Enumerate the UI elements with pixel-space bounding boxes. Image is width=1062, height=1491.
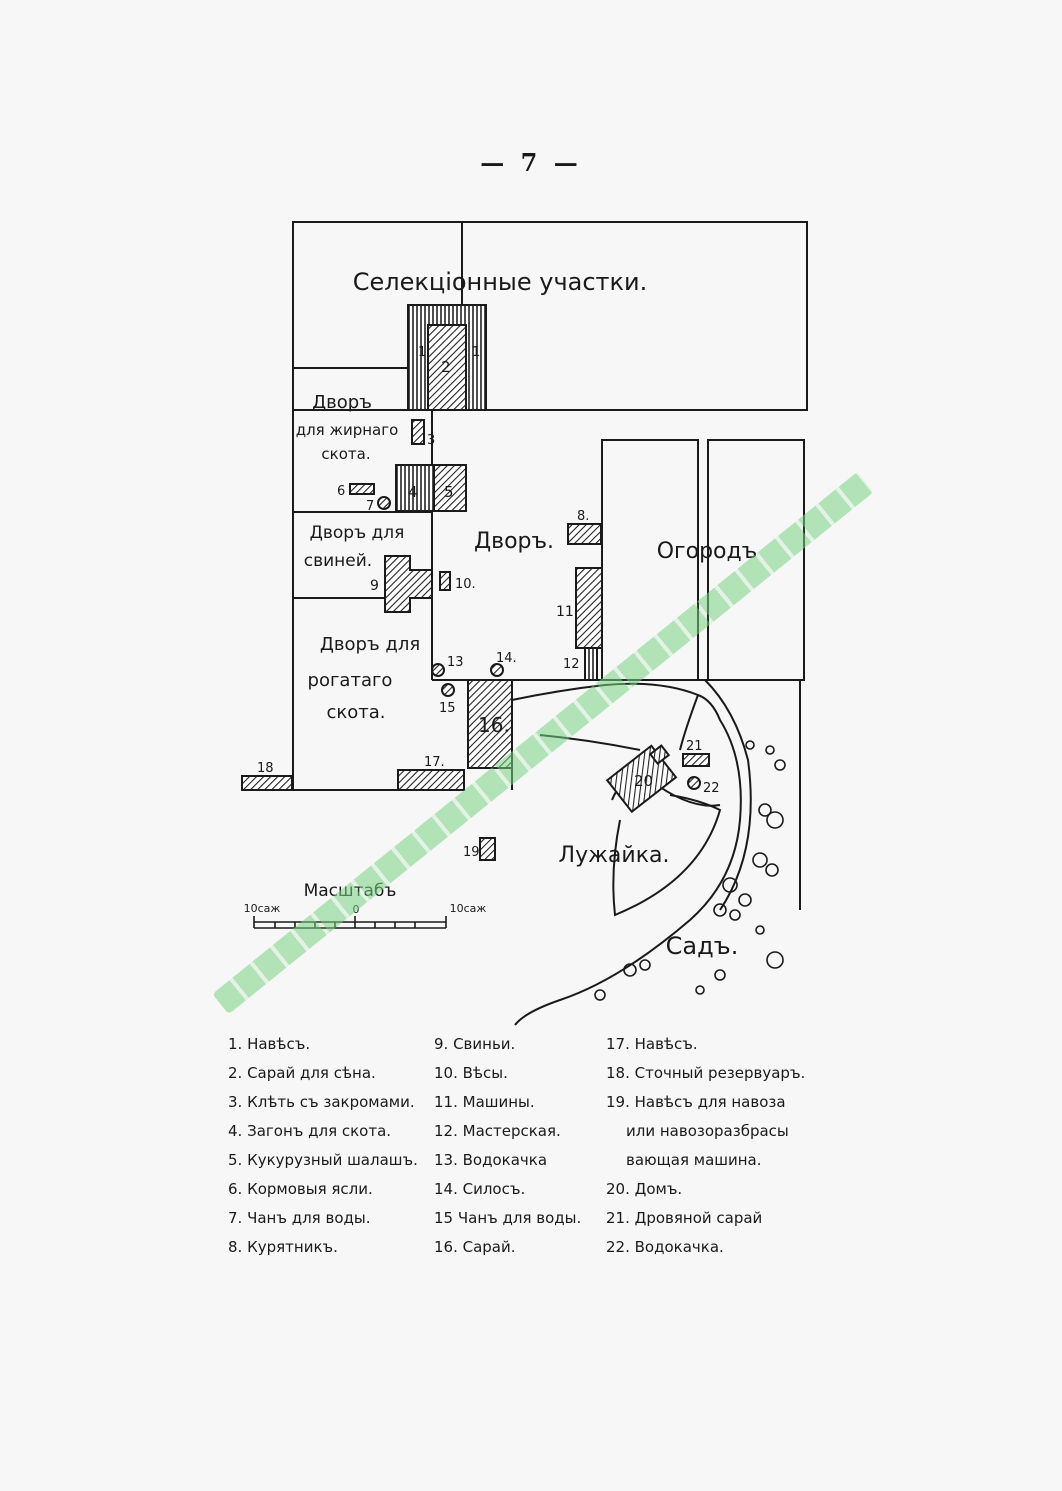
legend-item: 21. Дровяной сарай [606, 1209, 763, 1227]
buildings [241, 304, 710, 861]
label-selection-plots: Селекцiонные участки. [353, 268, 648, 296]
vegetable-garden-left [601, 439, 699, 681]
legend-item-continued: или навозоразбрасы [626, 1122, 789, 1140]
scale-bar [253, 916, 447, 929]
silo-14 [490, 663, 504, 677]
legend-item: 10. Вѣсы. [434, 1064, 508, 1082]
pump-22 [687, 776, 701, 790]
num-21: 21 [686, 739, 703, 754]
building-house-20 [605, 744, 678, 814]
legend-item: 8. Курятникъ. [228, 1238, 338, 1256]
num-19: 19 [463, 845, 480, 860]
label-main-yard: Дворъ. [474, 529, 554, 554]
num-1b: 1 [472, 345, 480, 360]
label-yard-cattle-2: рогатаго [308, 670, 393, 691]
building-workshop-12 [584, 647, 598, 681]
num-4: 4 [408, 483, 418, 501]
legend-item: 12. Мастерская. [434, 1122, 561, 1140]
num-9: 9 [370, 578, 379, 594]
num-17: 17. [424, 755, 445, 770]
label-yard-fat-sub2: скота. [321, 445, 370, 463]
legend-item: 6. Кормовыя ясли. [228, 1180, 373, 1198]
legend-column-1: 1. Навѣсъ. 2. Сарай для сѣна. 3. Клѣть с… [228, 1030, 418, 1262]
building-canopy-17 [397, 769, 465, 791]
legend-item: 16. Сарай. [434, 1238, 516, 1256]
legend-item: 7. Чанъ для воды. [228, 1209, 371, 1227]
num-2: 2 [441, 358, 451, 376]
legend-item: 15 Чанъ для воды. [434, 1209, 582, 1227]
scale-right-label: 10саж [450, 902, 487, 915]
water-tank-7 [377, 496, 391, 510]
legend-item: 3. Клѣть съ закромами. [228, 1093, 415, 1111]
building-scales-10 [439, 571, 451, 591]
legend-item: 17. Навѣсъ. [606, 1035, 698, 1053]
boundary-lines [292, 221, 808, 910]
building-machines-11 [575, 567, 603, 649]
garden-bushes [594, 740, 786, 1001]
legend-item: 2. Сарай для сѣна. [228, 1064, 376, 1082]
num-11: 11. [556, 604, 578, 620]
label-lawn: Лужайка. [559, 843, 670, 868]
building-hay-barn-2 [427, 324, 467, 411]
building-corn-shed-5 [433, 464, 467, 512]
label-yard-pigs-1: Дворъ для [310, 523, 405, 543]
num-5: 5 [444, 483, 454, 501]
legend-item: 20. Домъ. [606, 1180, 683, 1198]
num-16: 16. [478, 713, 510, 737]
num-1a: 1 [418, 345, 426, 360]
num-18: 18 [257, 761, 274, 776]
legend-item: 4. Загонъ для скота. [228, 1122, 392, 1140]
selection-plots-outline [292, 221, 808, 411]
num-3: 3 [427, 433, 435, 448]
label-yard-pigs-2: свиней. [304, 551, 372, 571]
label-yard-cattle-1: Дворъ для [320, 634, 420, 655]
building-manure-19 [479, 837, 496, 861]
building-woodshed-21 [682, 753, 710, 767]
label-garden: Садъ. [666, 932, 739, 960]
legend-item-continued: вающая машина. [626, 1151, 762, 1169]
label-yard-fat-title: Дворъ [312, 392, 372, 413]
num-22: 22 [703, 781, 720, 796]
page-number: — 7 — [480, 148, 582, 177]
label-yard-cattle-3: скота. [326, 702, 385, 723]
legend-item: 13. Водокачка [434, 1151, 548, 1169]
num-20: 20 [634, 772, 653, 790]
legend-column-2: 9. Свиньи. 10. Вѣсы. 11. Машины. 12. Мас… [434, 1030, 581, 1262]
vegetable-garden-right [707, 439, 805, 681]
legend-item: 19. Навѣсъ для навоза [606, 1093, 786, 1111]
legend-item: 1. Навѣсъ. [228, 1035, 311, 1053]
num-14: 14. [496, 651, 517, 666]
num-7: 7 [366, 499, 374, 514]
building-poultry-8 [567, 523, 602, 545]
legend-column-3: 17. Навѣсъ. 18. Сточный резервуаръ. 19. … [606, 1030, 805, 1262]
num-8: 8. [577, 509, 589, 524]
legend-item: 18. Сточный резервуаръ. [606, 1064, 806, 1082]
building-barn-16 [467, 679, 513, 769]
building-pigs-9 [384, 555, 433, 613]
legend-item: 5. Кукурузный шалашъ. [228, 1151, 418, 1169]
legend-item: 22. Водокачка. [606, 1238, 724, 1256]
building-cattle-pen-4 [395, 464, 435, 512]
label-vegetable-garden: Огородъ [657, 539, 758, 564]
num-6: 6 [337, 484, 345, 499]
label-yard-fat-sub1: для жирнаго [296, 421, 399, 439]
legend-item: 14. Силосъ. [434, 1180, 526, 1198]
num-13: 13 [447, 655, 464, 670]
num-15: 15 [439, 701, 456, 716]
building-reservoir-18 [241, 775, 293, 791]
building-storehouse-3 [411, 419, 425, 445]
num-12: 12 [563, 657, 580, 672]
pump-13 [431, 663, 445, 677]
scale-left-label: 10саж [244, 902, 281, 915]
water-tank-15 [441, 683, 455, 697]
legend-item: 11. Машины. [434, 1093, 535, 1111]
num-10: 10. [455, 577, 476, 592]
building-feed-racks-6 [349, 483, 375, 495]
legend-item: 9. Свиньи. [434, 1035, 516, 1053]
